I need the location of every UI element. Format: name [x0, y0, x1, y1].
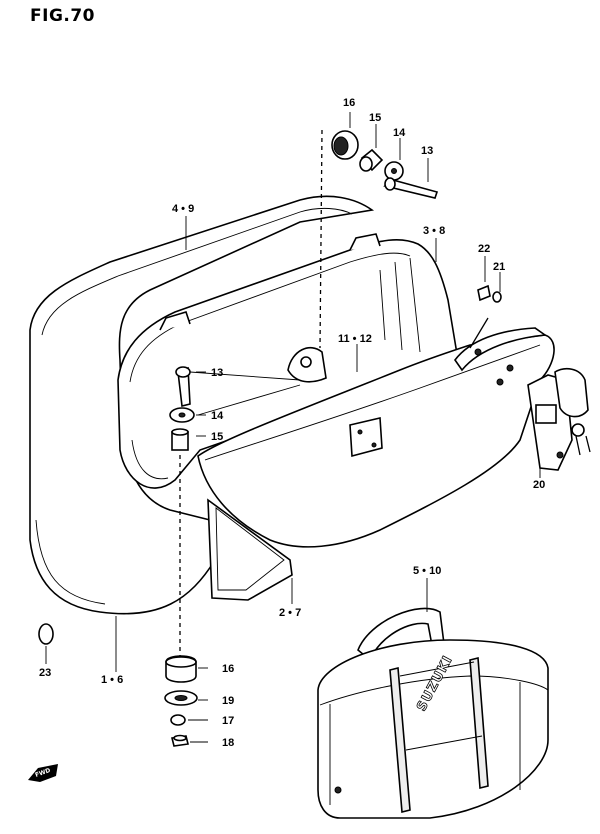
fwd-label: FWD [34, 767, 51, 779]
callout-16-bot: 16 [222, 663, 234, 675]
callout-18: 18 [222, 737, 234, 749]
callout-21: 21 [493, 261, 505, 273]
callout-23: 23 [39, 667, 51, 679]
callout-5-10: 5 • 10 [413, 565, 441, 577]
callout-15-top: 15 [369, 112, 381, 124]
callout-15-mid: 15 [211, 431, 223, 443]
hardware-top [319, 129, 439, 349]
callout-11-12: 11 • 12 [338, 333, 372, 345]
callout-2-7: 2 • 7 [279, 607, 301, 619]
plug-23 [38, 623, 54, 645]
saddlebag-lid [197, 327, 555, 548]
callout-13-mid: 13 [211, 367, 223, 379]
hardware-mid [169, 366, 301, 660]
callout-16-top: 16 [343, 97, 355, 109]
fwd-arrow [28, 764, 58, 782]
callout-17: 17 [222, 715, 234, 727]
figure-title: FIG.70 [30, 6, 96, 26]
saddlebag-body [29, 195, 459, 615]
callout-4-9: 4 • 9 [172, 203, 194, 215]
callout-14-mid: 14 [211, 410, 224, 422]
callout-labels: 16 15 14 13 4 • 9 3 • 8 22 21 11 • 12 13… [39, 97, 545, 749]
hardware-bottom [164, 655, 198, 747]
lock-assembly [527, 367, 591, 471]
callout-1-6: 1 • 6 [101, 674, 123, 686]
callout-19: 19 [222, 695, 234, 707]
inner-bag [317, 607, 549, 819]
leader-lines [45, 112, 541, 743]
callout-13-top: 13 [421, 145, 433, 157]
callout-3-8: 3 • 8 [423, 225, 445, 237]
callout-14-top: 14 [393, 127, 406, 139]
callout-20: 20 [533, 479, 545, 491]
small-nuts [469, 284, 502, 349]
callout-22: 22 [478, 243, 490, 255]
